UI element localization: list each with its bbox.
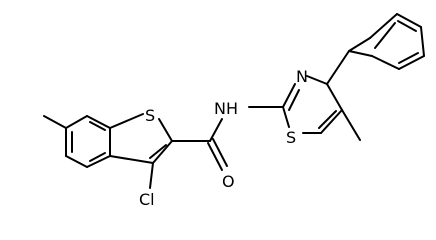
nitrogen-label: N — [296, 67, 308, 86]
sulfur-label-thiazole: S — [286, 128, 296, 147]
benzene-methyl-bond — [43, 115, 67, 129]
nh-label: NH — [214, 99, 238, 118]
amide-bonds — [171, 118, 228, 171]
chemical-structure: S Cl O NH N S — [43, 13, 425, 209]
benzene-ring-bonds — [65, 115, 111, 168]
chlorine-label: Cl — [139, 190, 155, 209]
phenyl-ring-bonds — [326, 13, 425, 85]
thiophene-ring-bonds — [109, 113, 173, 164]
thiazole-ring-bonds — [248, 75, 343, 134]
chloro-bond — [149, 162, 154, 189]
sulfur-label-benzothiophene: S — [145, 106, 155, 125]
thiazole-methyl-bond — [341, 109, 361, 141]
oxygen-label: O — [222, 172, 235, 191]
